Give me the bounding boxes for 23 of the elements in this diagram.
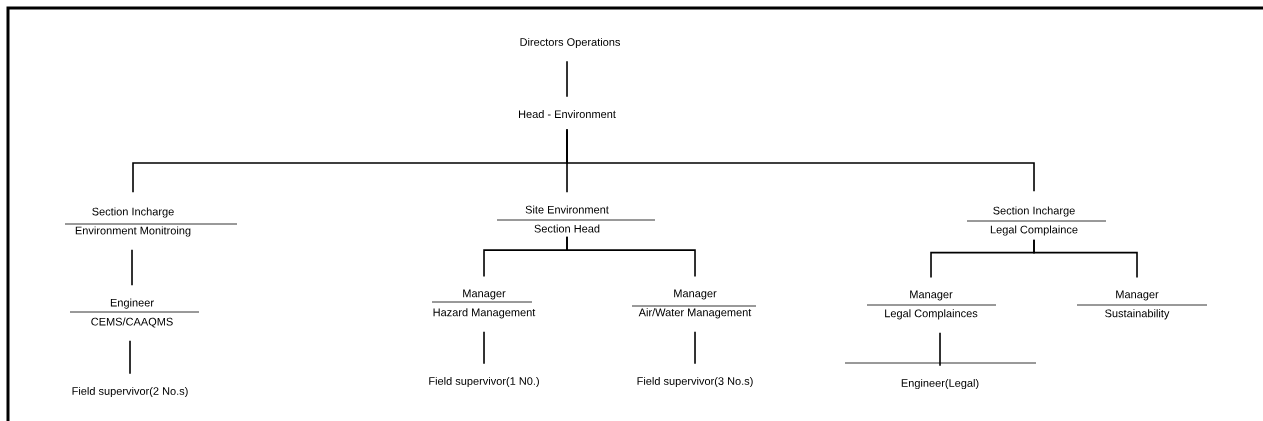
role-label: Field supervivor(2 No.s) [72, 386, 188, 398]
role-label: Section Incharge Legal Complaince [990, 206, 1078, 236]
role-label: Manager Hazard Management [433, 289, 536, 319]
connector-line [131, 249, 133, 287]
role-label: Engineer(Legal) [901, 378, 979, 390]
role-label: Head - Environment [519, 109, 616, 119]
role-label: Manager Sustainability [1105, 290, 1170, 320]
role-label: Engineer CEMS/CAAQMS [91, 298, 173, 328]
role-label: Field supervivor(1 N0.) [429, 376, 539, 388]
role-label: Directors Operations [520, 37, 620, 49]
connector-line [483, 330, 485, 365]
connector-line [939, 331, 941, 367]
connector-line [1033, 239, 1138, 279]
connector-line [566, 235, 696, 278]
role-label: Manager Air/Water Management [638, 289, 752, 319]
role-label: Site Environment Section Head [525, 205, 609, 233]
role-label: Section Incharge Environment Monitroing [75, 207, 191, 237]
role-label: Field supervivor(3 No.s) [637, 376, 753, 388]
connector-line [129, 339, 131, 375]
connector-line [566, 60, 568, 98]
connector-line [694, 330, 696, 365]
role-label: Manager Legal Complainces [885, 290, 978, 320]
connector-line [566, 128, 1035, 192]
